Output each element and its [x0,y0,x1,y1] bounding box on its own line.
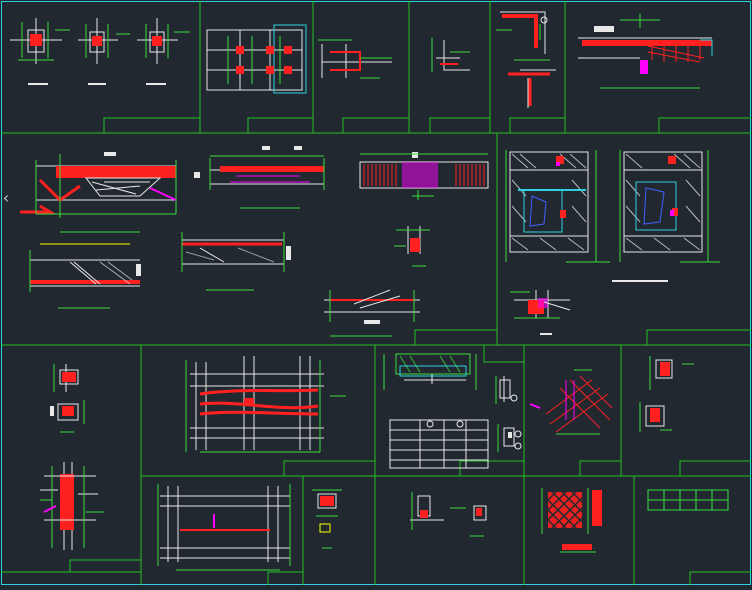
beam-end-detail [29,231,141,309]
anchor-detail [431,38,470,72]
detail-column-sections [10,18,190,85]
cross-hatch-column [541,488,602,553]
rebar-schedule-table [647,489,729,511]
pier-connection-details [639,356,694,432]
small-column-details [50,364,85,433]
connection-plate-details [410,492,487,537]
slab-section-detail [194,146,325,209]
column-elevation-detail [40,462,104,550]
beam-column-joint [496,11,556,108]
column-stub-detail [394,226,430,267]
small-box-sections [312,489,342,549]
wall-opening-elevations [505,150,720,282]
wall-joint-detail [318,39,392,79]
cantilever-beam-detail [578,14,713,89]
beam-schedule-detail [383,353,489,469]
beam-joint-section [324,289,420,337]
portal-frame-section [157,484,291,571]
beam-reinforcement-elevation [20,152,177,218]
frame-beam-plan [185,356,346,453]
hatched-slab-plan [359,152,489,200]
panel-title-strips [69,117,751,585]
foundation-joint-detail [510,290,571,335]
bolt-connection-details [495,376,522,452]
grid-plan-detail [206,24,307,94]
diagonal-rebar-detail [529,369,613,435]
chevron-left-icon[interactable]: ‹ [2,188,10,207]
beam-splice-detail [181,232,291,291]
